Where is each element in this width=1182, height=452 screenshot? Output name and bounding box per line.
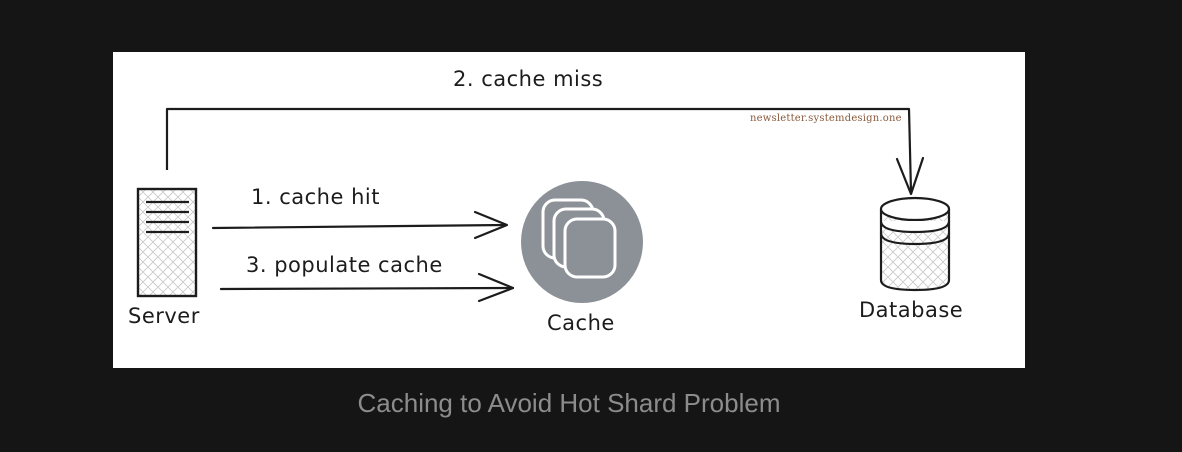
populate-cache-label: 3. populate cache xyxy=(246,253,443,277)
database-icon xyxy=(879,196,951,292)
diagram-figure: 2. cache miss 1. cache hit 3. populate c… xyxy=(113,52,1025,368)
server-icon xyxy=(136,187,198,298)
cache-icon xyxy=(521,181,643,303)
cache-hit-label: 1. cache hit xyxy=(251,185,380,209)
cache-miss-label: 2. cache miss xyxy=(453,67,604,91)
cache-hit-arrow xyxy=(211,210,509,240)
cache-miss-arrow xyxy=(165,107,925,196)
cache-label: Cache xyxy=(547,311,615,335)
populate-cache-arrow xyxy=(219,272,515,303)
database-label: Database xyxy=(859,298,964,322)
figure-caption: Caching to Avoid Hot Shard Problem xyxy=(357,388,781,418)
watermark-text: newsletter.systemdesign.one xyxy=(750,113,902,124)
server-label: Server xyxy=(128,304,200,328)
diagram-canvas xyxy=(136,107,951,303)
